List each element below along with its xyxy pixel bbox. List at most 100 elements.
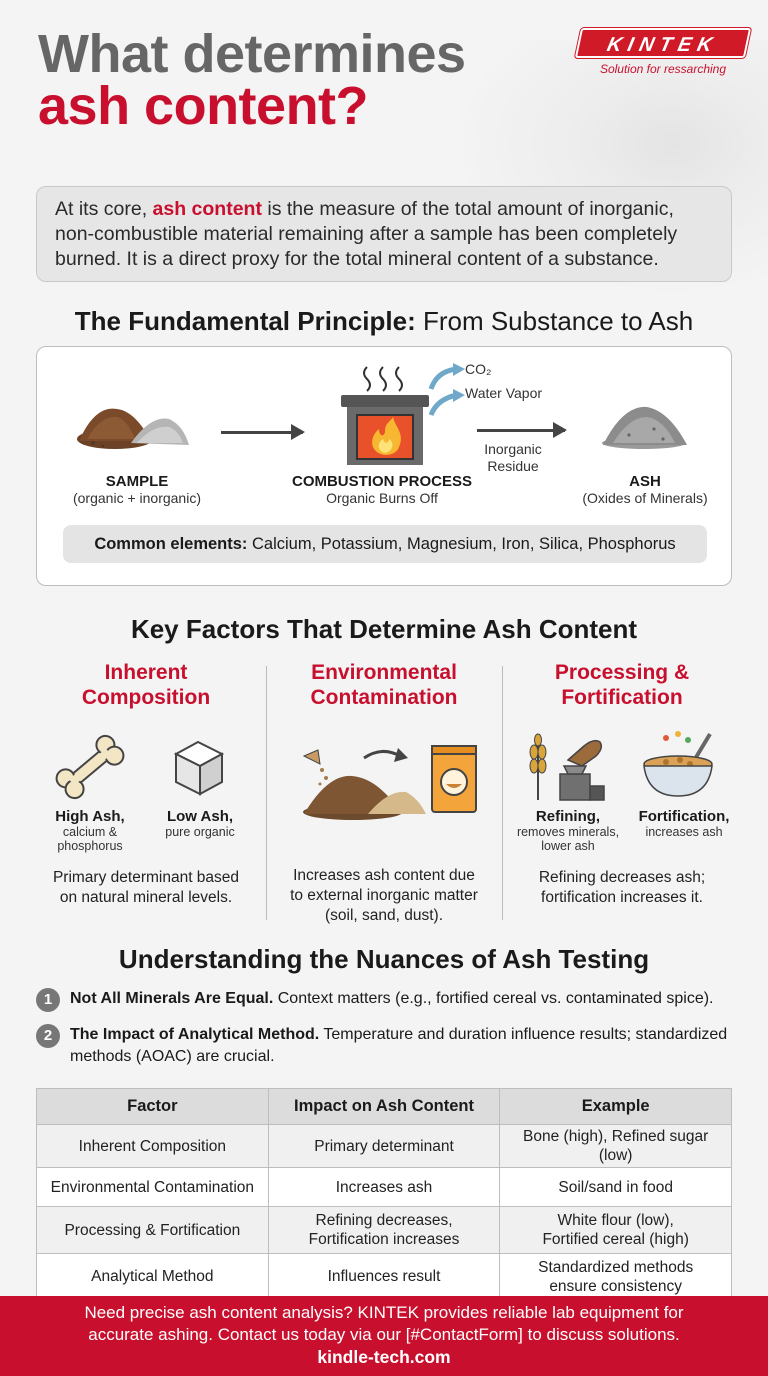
inherent-desc-line-1: Primary determinant based <box>52 869 240 886</box>
emission-arrows-icon <box>428 363 465 416</box>
inherent-desc-line-2: on natural mineral levels. <box>59 889 233 906</box>
factor-inherent-composition: Inherent Composition High Ash, calcium &… <box>28 660 264 922</box>
furnace-fire-icon <box>341 366 429 465</box>
sample-subtitle: (organic + inorganic) <box>72 490 201 506</box>
table-cell: Bone (high), Refined sugar (low) <box>499 1124 732 1168</box>
intro-highlight: ash content <box>152 198 262 220</box>
factor-divider-1 <box>266 666 267 920</box>
refining-title: Refining, <box>535 808 601 825</box>
refining-sub-1: removes minerals, <box>516 825 620 839</box>
processing-title-line-1: Processing & <box>554 661 690 684</box>
environmental-desc-line-1: Increases ash content due <box>293 867 475 884</box>
table-header-example: Example <box>499 1088 732 1125</box>
principle-heading-light: From Substance to Ash <box>415 306 694 336</box>
ash-label: ASH (Oxides of Minerals) <box>561 473 729 506</box>
high-ash-sub-2: phosphorus <box>57 839 123 853</box>
soil-sand-pile-icon <box>302 748 426 820</box>
refining-item: Refining, removes minerals, lower ash <box>506 808 630 853</box>
table-cell: Inherent Composition <box>36 1124 269 1168</box>
footer-line-2[interactable]: accurate ashing. Contact us today via ou… <box>88 1325 680 1344</box>
principle-diagram: SAMPLE (organic + inorganic) CO₂ Water V… <box>36 346 732 586</box>
table-cell: Environmental Contamination <box>36 1167 269 1207</box>
page-title: What determines ash content? <box>38 27 466 133</box>
nuance-number-1: 1 <box>36 988 60 1012</box>
environmental-title-line-2: Contamination <box>310 686 458 709</box>
processing-title-line-2: Fortification <box>561 686 683 709</box>
inherent-description: Primary determinant based on natural min… <box>28 868 264 908</box>
co2-label: CO₂ <box>465 361 492 377</box>
common-elements-bar: Common elements: Calcium, Potassium, Mag… <box>63 525 707 563</box>
low-ash-title: Low Ash, <box>166 808 234 825</box>
nuances-heading: Understanding the Nuances of Ash Testing <box>118 944 650 974</box>
processing-desc-line-2: fortification increases it. <box>541 889 703 906</box>
processing-description: Refining decreases ash; fortification in… <box>504 868 740 908</box>
combustion-title: COMBUSTION PROCESS <box>291 473 472 490</box>
nuance-item-2: 2 The Impact of Analytical Method. Tempe… <box>36 1024 736 1068</box>
nuance-number-2: 2 <box>36 1024 60 1048</box>
factor-environmental-contamination: Environmental Contamination Increases as… <box>268 660 500 924</box>
factor-processing-fortification: Processing & Fortification Refining, rem… <box>504 660 740 922</box>
nuance-body-1: Context matters (e.g., fortified cereal … <box>273 990 714 1007</box>
table-cell: Primary determinant <box>267 1124 501 1168</box>
summary-table: Factor Impact on Ash Content Example Inh… <box>36 1088 732 1300</box>
fortification-sub: increases ash <box>645 825 723 839</box>
food-package-icon <box>431 745 477 813</box>
nuance-text-1: Not All Minerals Are Equal. Context matt… <box>70 988 736 1010</box>
footer-line-1: Need precise ash content analysis? KINTE… <box>84 1303 684 1322</box>
table-cell: Influences result <box>267 1253 501 1300</box>
processing-title: Processing & Fortification <box>504 660 740 710</box>
table-cell: White flour (low), Fortified cereal (hig… <box>499 1206 732 1254</box>
common-elements-label: Common elements: <box>94 535 248 553</box>
environmental-description: Increases ash content due to external in… <box>268 866 500 926</box>
factors-section: Inherent Composition High Ash, calcium &… <box>28 660 740 924</box>
kintek-logo[interactable]: KINTEK Solution for ressarching <box>574 28 752 76</box>
fortification-item: Fortification, increases ash <box>628 808 740 839</box>
table-cell: Analytical Method <box>36 1253 269 1300</box>
table-cell: Soil/sand in food <box>499 1167 732 1207</box>
ash-pile-icon <box>602 406 687 449</box>
arrow-to-ash-icon <box>477 422 567 438</box>
table-header-impact: Impact on Ash Content <box>267 1088 501 1125</box>
environmental-desc-line-2: to external inorganic matter <box>290 887 478 904</box>
table-cell: Processing & Fortification <box>36 1206 269 1254</box>
cta-footer: Need precise ash content analysis? KINTE… <box>0 1296 768 1376</box>
nuance-text-2: The Impact of Analytical Method. Tempera… <box>70 1024 736 1068</box>
wheat-mill-icon <box>529 733 605 801</box>
inherent-title-line-1: Inherent <box>104 661 188 684</box>
high-ash-sub-1: calcium & <box>62 825 118 839</box>
sample-title: SAMPLE <box>105 473 169 490</box>
refining-sub-2: lower ash <box>541 839 595 853</box>
sample-pile-icon <box>77 408 189 449</box>
table-row: Environmental Contamination Increases as… <box>36 1167 732 1207</box>
fortification-title: Fortification, <box>638 808 730 825</box>
processing-desc-line-1: Refining decreases ash; <box>538 869 706 886</box>
inherent-title-line-2: Composition <box>81 686 211 709</box>
principle-heading-bold: The Fundamental Principle: <box>74 306 416 336</box>
table-row: Processing & Fortification Refining decr… <box>36 1206 732 1254</box>
logo-wordmark: KINTEK <box>574 28 752 58</box>
ash-subtitle: (Oxides of Minerals) <box>582 490 708 506</box>
high-ash-title: High Ash, <box>55 808 125 825</box>
table-row: Inherent Composition Primary determinant… <box>36 1124 732 1168</box>
table-cell: Increases ash <box>267 1167 501 1207</box>
residue-label-line-2: Residue <box>487 458 539 474</box>
low-ash-sub: pure organic <box>165 825 235 839</box>
arrow-to-combustion-icon <box>221 424 305 440</box>
table-cell: Refining decreases, Fortification increa… <box>267 1206 501 1254</box>
table-header-row: Factor Impact on Ash Content Example <box>36 1088 732 1125</box>
factors-heading: Key Factors That Determine Ash Content <box>130 614 638 644</box>
nuance-body-2: Temperature and duration influence resul… <box>70 1026 728 1065</box>
cereal-bowl-icon <box>643 731 713 797</box>
table-cell: Standardized methods ensure consistency <box>499 1253 732 1300</box>
footer-website-link[interactable]: kindle-tech.com <box>317 1347 451 1367</box>
environmental-title: Environmental Contamination <box>268 660 500 710</box>
environmental-title-line-1: Environmental <box>311 661 457 684</box>
sample-label: SAMPLE (organic + inorganic) <box>47 473 227 506</box>
intro-text-start: At its core, <box>55 198 153 220</box>
sugar-cube-icon <box>173 740 225 796</box>
combustion-subtitle: Organic Burns Off <box>326 490 438 506</box>
intro-box: At its core, ash content is the measure … <box>36 186 732 282</box>
nuance-bold-1: Not All Minerals Are Equal. <box>70 990 274 1007</box>
factor-divider-2 <box>502 666 503 920</box>
bone-icon <box>55 734 125 800</box>
